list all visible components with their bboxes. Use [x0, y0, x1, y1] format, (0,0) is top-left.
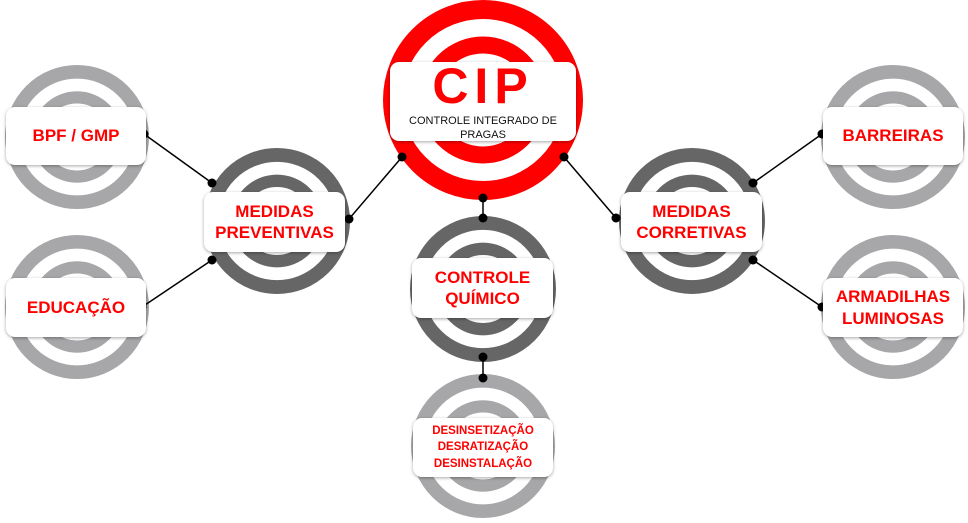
- connector-dot: [559, 152, 569, 162]
- connector-dot: [611, 213, 621, 223]
- connector-dot: [478, 373, 488, 383]
- center-node-cip: CIP CONTROLE INTEGRADO DE PRAGAS: [390, 57, 576, 141]
- connector-line: [143, 133, 213, 184]
- node-label: MEDIDAS: [652, 201, 731, 221]
- connector-dot: [207, 255, 217, 265]
- connector-line: [752, 133, 823, 184]
- node-label: EDUCAÇÃO: [26, 297, 126, 317]
- node-label: QUÍMICO: [445, 289, 520, 308]
- node-controle-quimico: CONTROLE QUÍMICO: [412, 258, 553, 318]
- node-label: MEDIDAS: [235, 201, 314, 221]
- connector-dot: [748, 178, 758, 188]
- connector-dot: [478, 193, 488, 203]
- connector-dot: [344, 214, 354, 224]
- node-label: BARREIRAS: [842, 126, 944, 146]
- node-label: BPF / GMP: [32, 126, 120, 146]
- node-barreiras: BARREIRAS: [823, 107, 963, 165]
- cip-title: CIP: [432, 57, 534, 114]
- node-label: CONTROLE: [434, 267, 531, 287]
- node-medidas-corretivas: MEDIDAS CORRETIVAS: [621, 192, 762, 252]
- connector-dot: [478, 352, 488, 362]
- connector-dot: [748, 255, 758, 265]
- node-label: CORRETIVAS: [636, 223, 747, 242]
- node-armadilhas-luminosas: ARMADILHAS LUMINOSAS: [823, 278, 963, 337]
- connector-line: [563, 156, 617, 219]
- node-label: ARMADILHAS: [835, 287, 951, 307]
- node-label: DESINSTALAÇÃO: [433, 457, 533, 470]
- connector-line: [348, 156, 403, 220]
- node-bpf-gmp: BPF / GMP: [6, 107, 146, 165]
- node-label: PREVENTIVAS: [215, 223, 334, 242]
- node-label: DESINSETIZAÇÃO: [432, 425, 534, 438]
- connector-line: [752, 259, 823, 308]
- connector-line: [141, 259, 213, 308]
- connector-dot: [478, 213, 488, 223]
- cip-subtitle: CONTROLE INTEGRADO DE PRAGAS: [409, 114, 557, 141]
- connector-dot: [397, 152, 407, 162]
- node-medidas-preventivas: MEDIDAS PREVENTIVAS: [204, 192, 345, 252]
- node-educacao: EDUCAÇÃO: [6, 278, 146, 337]
- node-label: LUMINOSAS: [842, 308, 944, 328]
- connector-dot: [207, 178, 217, 188]
- node-desinsetizacao: DESINSETIZAÇÃO DESRATIZAÇÃO DESINSTALAÇÃ…: [413, 418, 553, 477]
- node-label: DESRATIZAÇÃO: [437, 441, 529, 454]
